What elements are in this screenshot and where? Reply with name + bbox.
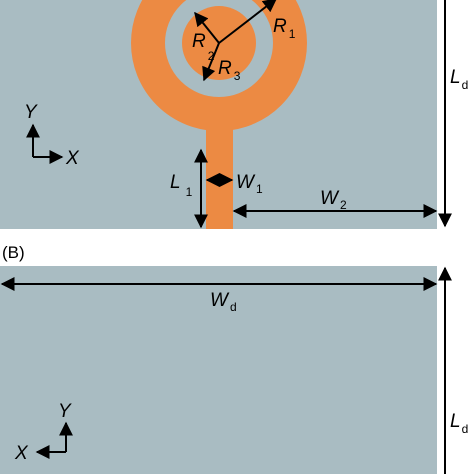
panel-b-substrate — [0, 266, 437, 474]
axis-x-label-a: X — [65, 148, 80, 169]
r2-label: R2 — [192, 31, 215, 63]
feed-line — [206, 128, 233, 229]
axis-y-label-a: Y — [24, 102, 38, 123]
ld-label-a: Ld — [450, 67, 468, 92]
panel-b-title: (B) — [2, 243, 25, 262]
r2-arrow — [194, 11, 220, 44]
axis-y-label-b: Y — [58, 401, 72, 422]
r3-arrow — [202, 42, 220, 82]
ld-label-b: Ld — [450, 411, 468, 436]
axes-a: Y X — [24, 102, 80, 169]
outer-ring — [131, 0, 307, 131]
r1-arrow — [218, 0, 278, 44]
axes-b: Y X — [14, 401, 73, 464]
axis-x-label-b: X — [14, 443, 29, 464]
